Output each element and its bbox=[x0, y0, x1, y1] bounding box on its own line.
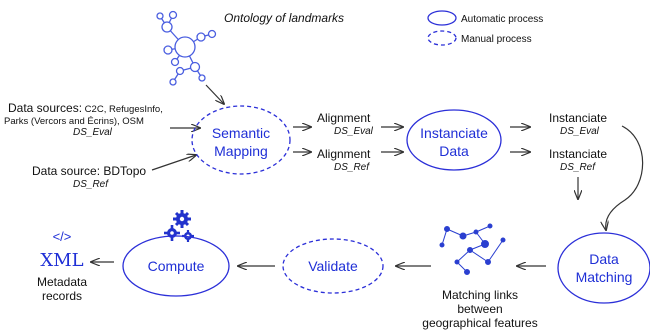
compute-label: Compute bbox=[148, 258, 205, 274]
matching-links-line1: Matching links bbox=[442, 288, 518, 302]
instanciate-data-node bbox=[406, 109, 502, 171]
semantic-mapping-node bbox=[191, 105, 291, 175]
ontology-graph-icon bbox=[156, 10, 217, 86]
instanciate-ref-label: Instanciate bbox=[549, 147, 607, 161]
matching-links-network-icon bbox=[439, 223, 506, 275]
source-eval-line1: Data sources: C2C, RefugesInfo, bbox=[8, 101, 163, 115]
source-eval-line2: Parks (Vercors and Écrins), OSM bbox=[4, 116, 144, 127]
source-ref-line1: Data source: BDTopo bbox=[32, 164, 146, 178]
alignment-ref-label: Alignment bbox=[317, 147, 371, 161]
arrow-ref-to-mapping bbox=[151, 155, 196, 171]
instanciate-eval-name: DS_Eval bbox=[560, 126, 600, 137]
legend-manual-label: Manual process bbox=[461, 34, 532, 45]
source-eval-line1-text: Data sources: C2C, RefugesInfo, bbox=[8, 101, 163, 115]
data-matching-node bbox=[557, 232, 650, 304]
instanciate-eval-label: Instanciate bbox=[549, 111, 607, 125]
compute-node bbox=[122, 235, 230, 297]
xml-label: XML bbox=[40, 250, 83, 271]
validate-node bbox=[282, 238, 384, 294]
ontology-label: Ontology of landmarks bbox=[224, 11, 344, 25]
arrow-eval-to-matching bbox=[606, 125, 644, 230]
source-eval-name: DS_Eval bbox=[73, 127, 113, 138]
matching-links-line2: between bbox=[457, 302, 502, 316]
code-tag-icon: </> bbox=[53, 229, 72, 244]
legend-automatic-swatch bbox=[427, 10, 457, 26]
data-matching-label-2: Matching bbox=[576, 269, 633, 285]
data-matching-label-1: Data bbox=[589, 251, 619, 267]
semantic-mapping-label-1: Semantic bbox=[212, 125, 270, 141]
semantic-mapping-label-2: Mapping bbox=[214, 143, 268, 159]
alignment-eval-name: DS_Eval bbox=[334, 126, 374, 137]
alignment-eval-label: Alignment bbox=[317, 111, 371, 125]
arrow-ontology-to-mapping bbox=[205, 84, 224, 104]
metadata-line2: records bbox=[42, 289, 82, 303]
validate-label: Validate bbox=[308, 258, 358, 274]
legend: Automatic process Manual process bbox=[427, 10, 543, 46]
alignment-ref-name: DS_Ref bbox=[334, 162, 370, 173]
legend-automatic-label: Automatic process bbox=[461, 14, 543, 25]
instanciate-ref-name: DS_Ref bbox=[560, 162, 596, 173]
source-ref-name: DS_Ref bbox=[73, 179, 109, 190]
instanciate-data-label-1: Instanciate bbox=[420, 125, 488, 141]
matching-links-line3: geographical features bbox=[422, 316, 537, 330]
gears-icon bbox=[164, 210, 194, 242]
instanciate-data-label-2: Data bbox=[439, 143, 469, 159]
metadata-line1: Metadata bbox=[37, 275, 87, 289]
legend-manual-swatch bbox=[427, 30, 457, 46]
